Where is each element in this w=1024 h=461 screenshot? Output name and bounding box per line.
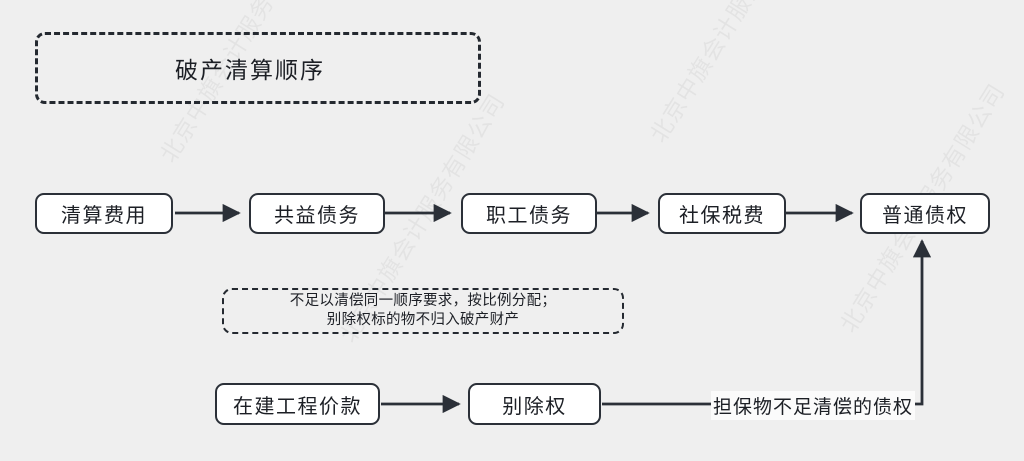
node-employee-debts[interactable]: 职工债务 — [461, 193, 597, 234]
node-label: 社保税费 — [679, 205, 765, 227]
page-title: 破产清算顺序 — [175, 57, 325, 83]
diagram-title-box: 破产清算顺序 — [35, 32, 481, 104]
node-common-benefit-debts[interactable]: 共益债务 — [249, 193, 385, 234]
node-ordinary-claims[interactable]: 普通债权 — [860, 193, 990, 234]
watermark-text: 北京中旗会计服务有限公司 — [640, 0, 821, 148]
edge-label-collateral-shortfall: 担保物不足清偿的债权 — [711, 391, 916, 420]
node-label: 清算费用 — [61, 205, 147, 227]
note-box: 不足以清偿同一顺序要求，按比例分配； 别除权标的物不归入破产财产 — [222, 288, 624, 334]
node-right-of-separation[interactable]: 别除权 — [468, 383, 601, 425]
note-line-1: 不足以清偿同一顺序要求，按比例分配； — [289, 293, 557, 309]
node-label: 在建工程价款 — [233, 395, 362, 418]
node-label: 职工债务 — [486, 205, 572, 227]
node-liquidation-expenses[interactable]: 清算费用 — [35, 193, 173, 234]
node-social-security-taxes[interactable]: 社保税费 — [658, 193, 786, 234]
node-label: 别除权 — [502, 395, 567, 418]
node-label: 共益债务 — [274, 205, 360, 227]
node-construction-in-progress-payment[interactable]: 在建工程价款 — [215, 383, 380, 425]
node-label: 普通债权 — [882, 205, 968, 227]
note-line-2: 别除权标的物不归入破产财产 — [326, 312, 520, 328]
